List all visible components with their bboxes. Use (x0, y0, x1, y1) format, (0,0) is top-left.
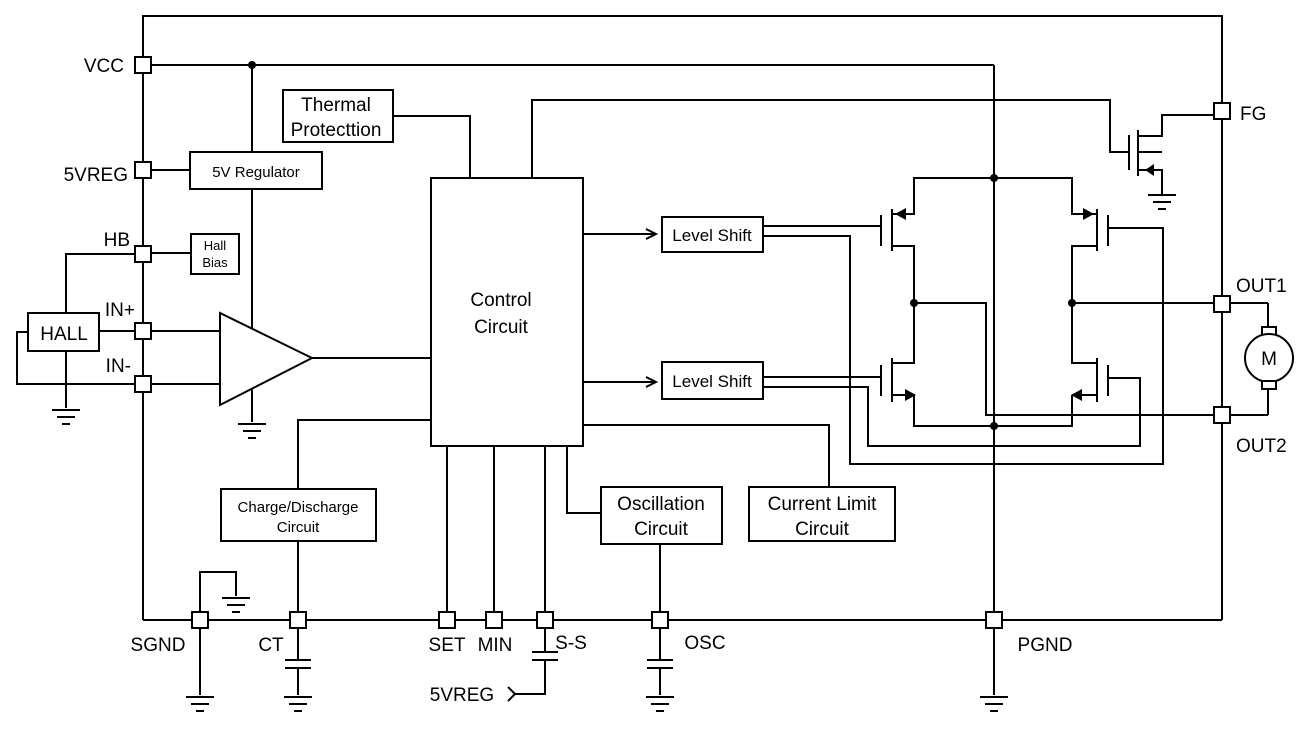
pin-label-vcc: VCC (84, 56, 124, 77)
h-bridge (880, 174, 1214, 430)
pin-label-out1: OUT1 (1236, 276, 1287, 297)
level-shift-bottom (661, 361, 764, 400)
level-shift-top (661, 216, 764, 253)
pin-ct (289, 611, 307, 629)
pin-in-minus (134, 375, 152, 393)
charge-label-1: Charge/Discharge (238, 499, 359, 516)
ground-symbol (238, 423, 266, 439)
motor-label: M (1261, 349, 1277, 370)
pin-min (485, 611, 503, 629)
ic-boundary (142, 15, 1223, 111)
level-shift-bottom-label: Level Shift (672, 372, 752, 391)
pin-set (438, 611, 456, 629)
pin-out2 (1213, 406, 1231, 424)
pin-label-sgnd: SGND (131, 635, 186, 656)
pin-label-hb: HB (104, 230, 130, 251)
charge-discharge-block (220, 488, 377, 542)
pin-hb (134, 245, 152, 263)
osc-label-2: Circuit (634, 519, 689, 540)
osc-capacitor (646, 628, 674, 712)
pin-label-pgnd: PGND (1018, 635, 1073, 656)
control-circuit-block (430, 177, 584, 447)
current-limit-block (748, 486, 896, 542)
ss-capacitor (507, 628, 558, 702)
ground-symbol (980, 696, 1008, 712)
pin-label-ct: CT (258, 635, 284, 656)
pin-label-set: SET (429, 635, 466, 656)
pin-label-ss: S-S (555, 633, 587, 654)
hall-bias-block (190, 233, 240, 275)
current-label-2: Circuit (795, 519, 850, 540)
ct-capacitor (284, 628, 312, 712)
level-shift-top-label: Level Shift (672, 226, 752, 245)
pin-label-in-minus: IN- (106, 356, 131, 377)
pin-sgnd (191, 611, 209, 629)
pin-in-plus (134, 322, 152, 340)
pin-label-5vreg: 5VREG (64, 165, 128, 186)
pin-pgnd (985, 611, 1003, 629)
oscillation-block (600, 486, 723, 545)
pin-fg (1213, 102, 1231, 120)
pin-vcc (134, 56, 152, 74)
control-label-1: Control (470, 290, 531, 311)
pin-5vreg (134, 161, 152, 179)
thermal-protection-block (282, 89, 394, 143)
pin-label-osc: OSC (684, 633, 725, 654)
charge-label-2: Circuit (277, 519, 320, 536)
regulator-block (189, 151, 323, 190)
thermal-label-1: Thermal (301, 95, 371, 116)
comparator-amp (219, 311, 315, 407)
ground-symbol (222, 597, 250, 613)
pin-label-min: MIN (478, 635, 513, 656)
pin-osc (651, 611, 669, 629)
pin-label-in-plus: IN+ (105, 300, 135, 321)
pin-label-fg: FG (1240, 104, 1266, 125)
hall-bias-label-1: Hall (204, 238, 227, 253)
thermal-label-2: Protecttion (291, 120, 382, 141)
hall-label: HALL (40, 324, 88, 345)
control-label-2: Circuit (474, 317, 529, 338)
hall-bias-label-2: Bias (202, 255, 228, 270)
pin-ss (536, 611, 554, 629)
ext-label-5vreg: 5VREG (430, 685, 494, 706)
osc-label-1: Oscillation (617, 494, 705, 515)
pin-out1 (1213, 295, 1231, 313)
ground-symbol (52, 409, 80, 425)
pin-label-out2: OUT2 (1236, 436, 1287, 457)
fg-transistor (1128, 114, 1214, 210)
current-label-1: Current Limit (768, 494, 877, 515)
ground-symbol (186, 696, 214, 712)
motor: M (1230, 302, 1294, 416)
regulator-label: 5V Regulator (212, 164, 300, 181)
